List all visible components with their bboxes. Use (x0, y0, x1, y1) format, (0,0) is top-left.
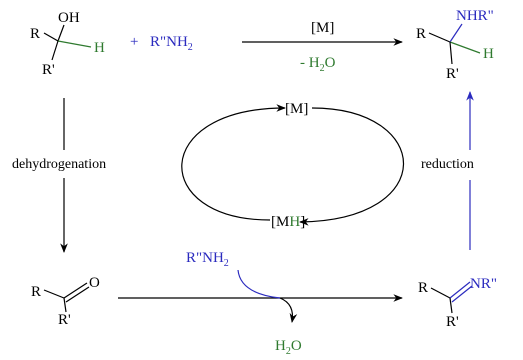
cycle-catalyst-mh: [MH] (271, 214, 305, 230)
product-r: R (416, 26, 426, 42)
bond-c-n-2 (451, 285, 473, 303)
amine-reactant: R"NH2 (150, 34, 193, 53)
bond-c-o-1 (63, 282, 88, 299)
alcohol-r-prime: R' (42, 62, 55, 78)
label-dehydrogenation: dehydrogenation (12, 157, 106, 172)
ketone-structure: R O R' (31, 275, 100, 328)
bond-c-rprime (51, 40, 59, 61)
ketone-r-prime: R' (58, 312, 71, 328)
cycle-left-arc (181, 104, 286, 221)
product-h: H (483, 46, 494, 62)
bond-c-rprime-ket (63, 297, 67, 313)
bond-c-oh (57, 24, 65, 42)
imine-structure: R NR" R' (418, 276, 497, 330)
bond-c-rprime-prod (449, 41, 453, 65)
alcohol-oh: OH (58, 10, 80, 26)
bond-r-c-imine (430, 287, 451, 299)
bond-c-o-2 (65, 286, 90, 303)
amine-curved-in (237, 269, 281, 299)
bond-c-h-prod (449, 41, 481, 54)
label-reduction: reduction (421, 157, 474, 172)
water-elimination: - H2O (300, 55, 336, 74)
cycle-right-arc (299, 107, 405, 226)
water-curved-out (279, 297, 298, 323)
bond-c-h (57, 40, 92, 48)
product-structure: R NHR" H R' (416, 8, 494, 82)
product-r-prime: R' (446, 66, 459, 82)
bond-r-c (43, 32, 59, 42)
catalyst-top: [M] (311, 20, 334, 36)
alcohol-h: H (94, 40, 105, 56)
bond-r-c-ket (43, 289, 65, 299)
bond-c-n-prod (449, 23, 463, 43)
ketone-r: R (31, 284, 41, 300)
imine-nr: NR" (470, 276, 497, 292)
amine-condensation: R"NH2 (186, 250, 229, 269)
imine-r: R (418, 280, 428, 296)
alcohol-structure: R OH H R' (30, 10, 105, 78)
alcohol-r: R (30, 26, 40, 42)
plus-sign: + (130, 34, 138, 50)
bond-c-n-1 (449, 281, 471, 299)
bond-c-rprime-imine (449, 297, 453, 314)
cycle-catalyst-m: [M] (285, 101, 308, 117)
product-nhr: NHR" (456, 8, 494, 24)
ketone-o: O (89, 275, 100, 291)
imine-r-prime: R' (446, 314, 459, 330)
water-byproduct: H2O (275, 338, 302, 357)
bond-r-c-prod (428, 32, 451, 43)
